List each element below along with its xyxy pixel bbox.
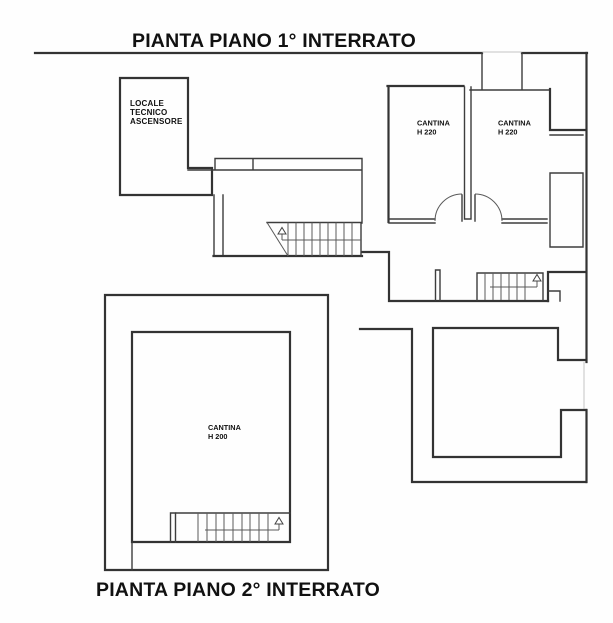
corridor-stub-wall <box>434 269 441 301</box>
floor2-outer-wall <box>103 293 330 572</box>
stairs-up-arrow-icon <box>277 226 287 235</box>
stairs-main-treads <box>287 222 353 256</box>
stairs-floor2-stub-wall <box>169 512 177 543</box>
floor2-plan: CANTINA H 200 PIANTA PIANO 2° INTERRATO <box>96 293 380 601</box>
stairs-main-boundary <box>266 221 362 257</box>
corridor-lower-wall <box>388 218 548 224</box>
stairs-lower-boundary <box>476 272 544 301</box>
stairs-main-break-line <box>266 222 289 257</box>
cantina-right-step-wall <box>548 87 588 132</box>
stairs-floor2 <box>169 512 291 543</box>
stair-room-left-wall <box>213 194 224 257</box>
stair-room-bottom-wall <box>212 250 550 303</box>
room-label: LOCALE <box>130 99 165 108</box>
lower-right-room-outline <box>431 326 588 459</box>
stairs-floor2-walk-line <box>205 524 280 531</box>
stairs-lower-walk-line <box>490 281 538 288</box>
room-label: ASCENSORE <box>130 117 183 126</box>
stairs-up-arrow-icon <box>532 273 542 282</box>
room-cantina-right-label: CANTINA H 220 <box>498 119 532 137</box>
stairs-lower-flight <box>476 272 544 301</box>
top-recess-walls <box>469 52 551 91</box>
room-label: CANTINA <box>417 119 451 128</box>
stairs-main <box>266 221 362 257</box>
cantina-doors <box>434 193 503 222</box>
stairs-main-walk-line <box>281 234 361 241</box>
room-locale-tecnico-label: LOCALE TECNICO ASCENSORE <box>130 99 183 126</box>
door-leaves <box>461 194 476 222</box>
right-landing-walls <box>546 270 588 303</box>
room-locale-tecnico-outline <box>118 76 214 197</box>
door-swing-left <box>434 193 463 222</box>
room-height-label: H 220 <box>498 128 517 137</box>
stairs-up-arrow-icon <box>274 516 284 525</box>
door-swing-right <box>474 193 503 222</box>
room-cantina2-label: CANTINA H 200 <box>208 423 242 441</box>
room-label: CANTINA <box>208 423 242 432</box>
right-landing-step <box>547 290 561 302</box>
cantina-divider-wall <box>463 86 472 220</box>
corridor-upper-wall <box>187 157 363 224</box>
floor2-title: PIANTA PIANO 2° INTERRATO <box>96 579 380 601</box>
cantina-left-walls <box>386 84 465 224</box>
stairs-floor2-treads <box>197 513 269 542</box>
room-label: CANTINA <box>498 119 532 128</box>
lower-right-outer-walls <box>358 327 588 484</box>
room-height-label: H 200 <box>208 432 227 441</box>
room-label: TECNICO <box>130 108 167 117</box>
room-height-label: H 220 <box>417 128 436 137</box>
floor2-inner-room-outline <box>130 330 292 544</box>
room-cantina-left-label: CANTINA H 220 <box>417 119 451 137</box>
floor1-plan: PIANTA PIANO 1° INTERRATO LOCALE TECNICO… <box>33 30 589 484</box>
floor1-title: PIANTA PIANO 1° INTERRATO <box>132 30 416 52</box>
right-shaft-outline <box>549 172 584 248</box>
